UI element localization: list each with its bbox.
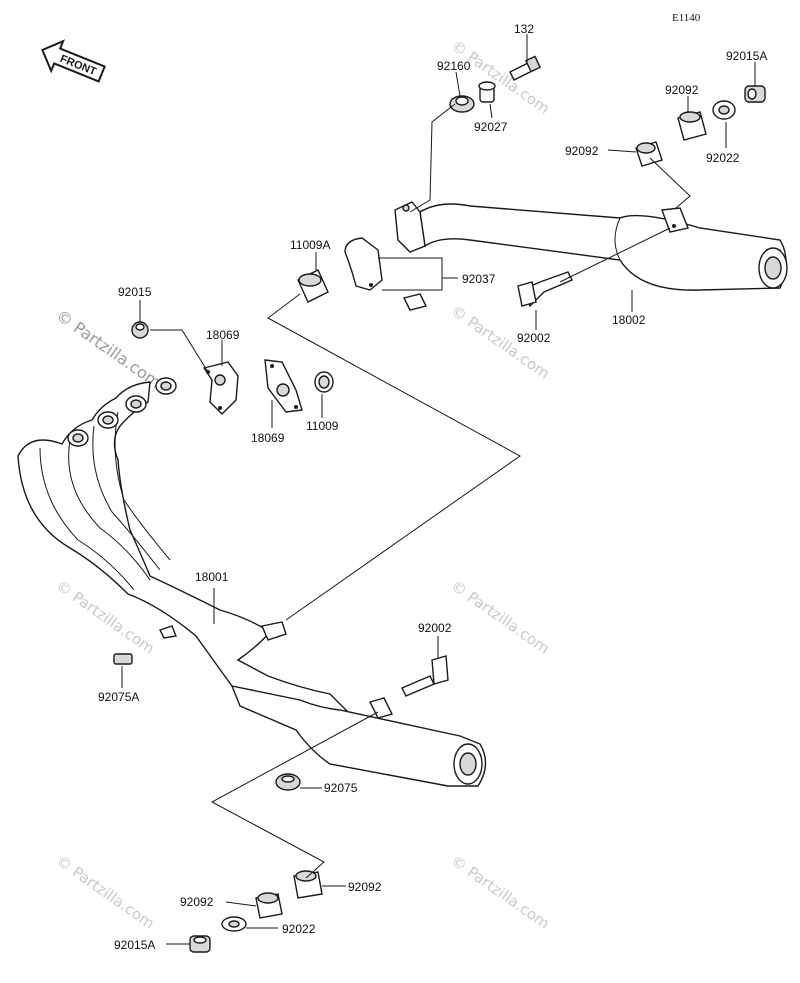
part-callouts: 132 92160 92027 92015A 92092 92092 92022… xyxy=(98,22,767,952)
callout-18069: 18069 xyxy=(206,328,240,342)
callout-18069: 18069 xyxy=(251,431,285,445)
nut-92015 xyxy=(131,321,149,339)
callout-92075: 92075 xyxy=(324,781,358,795)
damper-92160 xyxy=(449,95,475,113)
callout-92022: 92022 xyxy=(282,922,316,936)
callout-92002: 92002 xyxy=(418,621,452,635)
damper-92092-top-a xyxy=(677,111,707,141)
callout-92022: 92022 xyxy=(706,151,740,165)
muffler-lower xyxy=(230,685,487,787)
flange-18069-a xyxy=(202,361,239,415)
watermark: © Partzilla.com xyxy=(53,306,165,392)
bolt-92002-top xyxy=(517,271,573,308)
watermark: © Partzilla.com xyxy=(448,852,553,933)
leader-lines xyxy=(121,34,756,945)
damper-92092-top-b xyxy=(635,141,663,167)
callout-92027: 92027 xyxy=(474,120,508,134)
callout-11009A: 11009A xyxy=(290,238,330,252)
callout-132: 132 xyxy=(514,22,534,36)
bolt-92002-bottom xyxy=(401,655,449,697)
washer-92022-top xyxy=(712,100,736,120)
watermark: © Partzilla.com xyxy=(53,852,158,933)
clamp-92037 xyxy=(344,237,428,311)
nut-92015A-top xyxy=(744,85,766,103)
callout-92037: 92037 xyxy=(462,272,496,286)
callout-92092: 92092 xyxy=(348,880,382,894)
callout-92092: 92092 xyxy=(565,144,599,158)
callout-92092: 92092 xyxy=(665,83,699,97)
callout-92015A: 92015A xyxy=(726,49,767,63)
callout-92160: 92160 xyxy=(437,59,471,73)
callout-92092: 92092 xyxy=(180,895,214,909)
callout-92075A: 92075A xyxy=(98,690,139,704)
watermark-layer: © Partzilla.com © Partzilla.com © Partzi… xyxy=(53,37,553,933)
flange-18069-b xyxy=(264,359,303,413)
muffler-18002 xyxy=(394,201,788,291)
damper-92075 xyxy=(275,773,301,791)
damper-92092-bottom-a xyxy=(293,870,323,899)
callout-18001: 18001 xyxy=(195,570,229,584)
callout-18002: 18002 xyxy=(612,313,646,327)
nut-92015A-bottom xyxy=(189,935,211,953)
figure-reference: E1140 xyxy=(672,12,701,24)
collar-92027 xyxy=(478,81,496,103)
callout-11009: 11009 xyxy=(306,419,339,433)
gasket-11009A xyxy=(297,269,329,303)
cap-92075A xyxy=(113,653,133,665)
gasket-11009 xyxy=(314,371,334,393)
exhaust-pipe-assembly-18001 xyxy=(17,377,361,729)
callout-92015: 92015 xyxy=(118,285,152,299)
callout-92002: 92002 xyxy=(517,331,551,345)
washer-92022-bottom xyxy=(221,916,247,932)
assembly-guide-lines xyxy=(150,103,691,879)
callout-92015A: 92015A xyxy=(114,938,155,952)
watermark: © Partzilla.com xyxy=(448,577,553,658)
damper-92092-bottom-b xyxy=(255,892,283,919)
bolt-132 xyxy=(509,55,541,81)
front-direction-arrow: FRONT xyxy=(41,39,106,83)
